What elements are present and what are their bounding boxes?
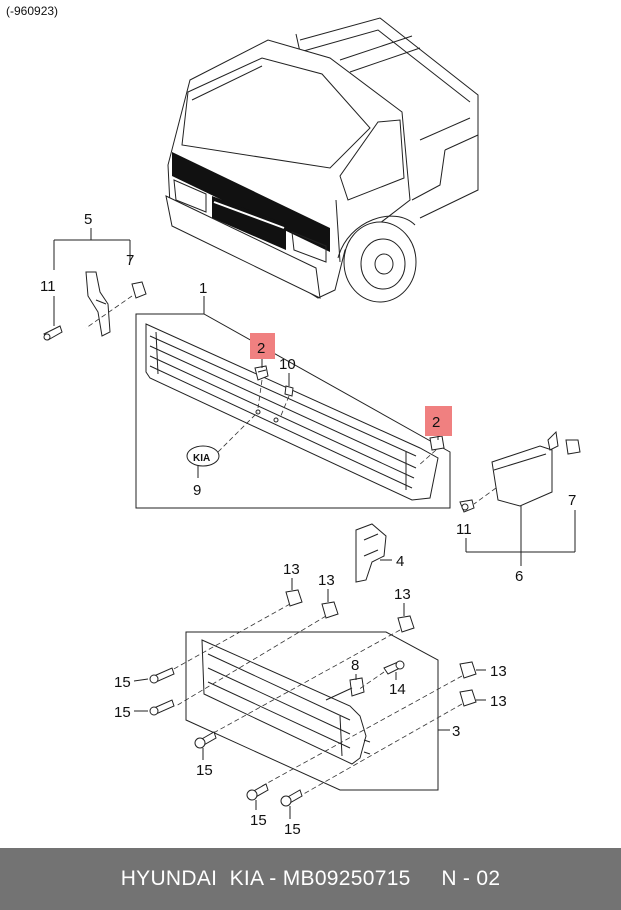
highlight-2-left bbox=[250, 333, 275, 359]
highlight-2-right bbox=[425, 406, 452, 436]
date-code: (-960923) bbox=[6, 4, 58, 18]
callout-13-c: 13 bbox=[394, 586, 411, 603]
grille-assembly: KIA bbox=[135, 313, 451, 509]
bracket-5-left bbox=[43, 228, 147, 341]
truck-illustration bbox=[165, 17, 479, 303]
callout-10: 10 bbox=[279, 356, 296, 373]
callout-13-e: 13 bbox=[490, 693, 507, 710]
group-3-outline bbox=[185, 631, 439, 791]
clip-2-right bbox=[429, 435, 445, 451]
clips-13 bbox=[171, 589, 477, 797]
callout-8: 8 bbox=[351, 657, 359, 674]
clip-10 bbox=[284, 385, 294, 397]
callout-15-c: 15 bbox=[196, 762, 213, 779]
callout-3: 3 bbox=[452, 723, 460, 740]
callout-13-a: 13 bbox=[283, 561, 300, 578]
callout-13-d: 13 bbox=[490, 663, 507, 680]
bracket-6-right bbox=[459, 430, 581, 513]
callout-15-d: 15 bbox=[250, 812, 267, 829]
svg-text:KIA: KIA bbox=[193, 453, 210, 464]
callout-6: 6 bbox=[515, 568, 523, 585]
callout-1: 1 bbox=[199, 280, 207, 297]
callout-11-right: 11 bbox=[456, 521, 472, 538]
callout-15-e: 15 bbox=[284, 821, 301, 838]
callout-15-b: 15 bbox=[114, 704, 131, 721]
parts-diagram: (-960923) bbox=[6, 4, 581, 838]
callout-14: 14 bbox=[389, 681, 406, 698]
callout-7-left: 7 bbox=[126, 252, 134, 269]
callout-11-left: 11 bbox=[40, 278, 56, 295]
callout-9: 9 bbox=[193, 482, 201, 499]
footer-bar: HYUNDAI KIA - MB09250715 N - 02 bbox=[0, 848, 621, 910]
callout-7-right: 7 bbox=[568, 492, 576, 509]
callout-5: 5 bbox=[84, 211, 92, 228]
callout-4: 4 bbox=[396, 553, 404, 570]
callout-2-left: 2 bbox=[257, 340, 265, 357]
lower-grille-assembly bbox=[185, 631, 439, 791]
callout-2-right: 2 bbox=[432, 414, 440, 431]
callout-13-b: 13 bbox=[318, 572, 335, 589]
part-number-text: HYUNDAI KIA - MB09250715 N - 02 bbox=[120, 867, 501, 890]
bracket-4 bbox=[355, 523, 387, 583]
group-1-outline bbox=[135, 313, 451, 509]
screws-15 bbox=[149, 667, 303, 807]
callout-15-a: 15 bbox=[114, 674, 131, 691]
kia-emblem: KIA bbox=[186, 445, 220, 467]
